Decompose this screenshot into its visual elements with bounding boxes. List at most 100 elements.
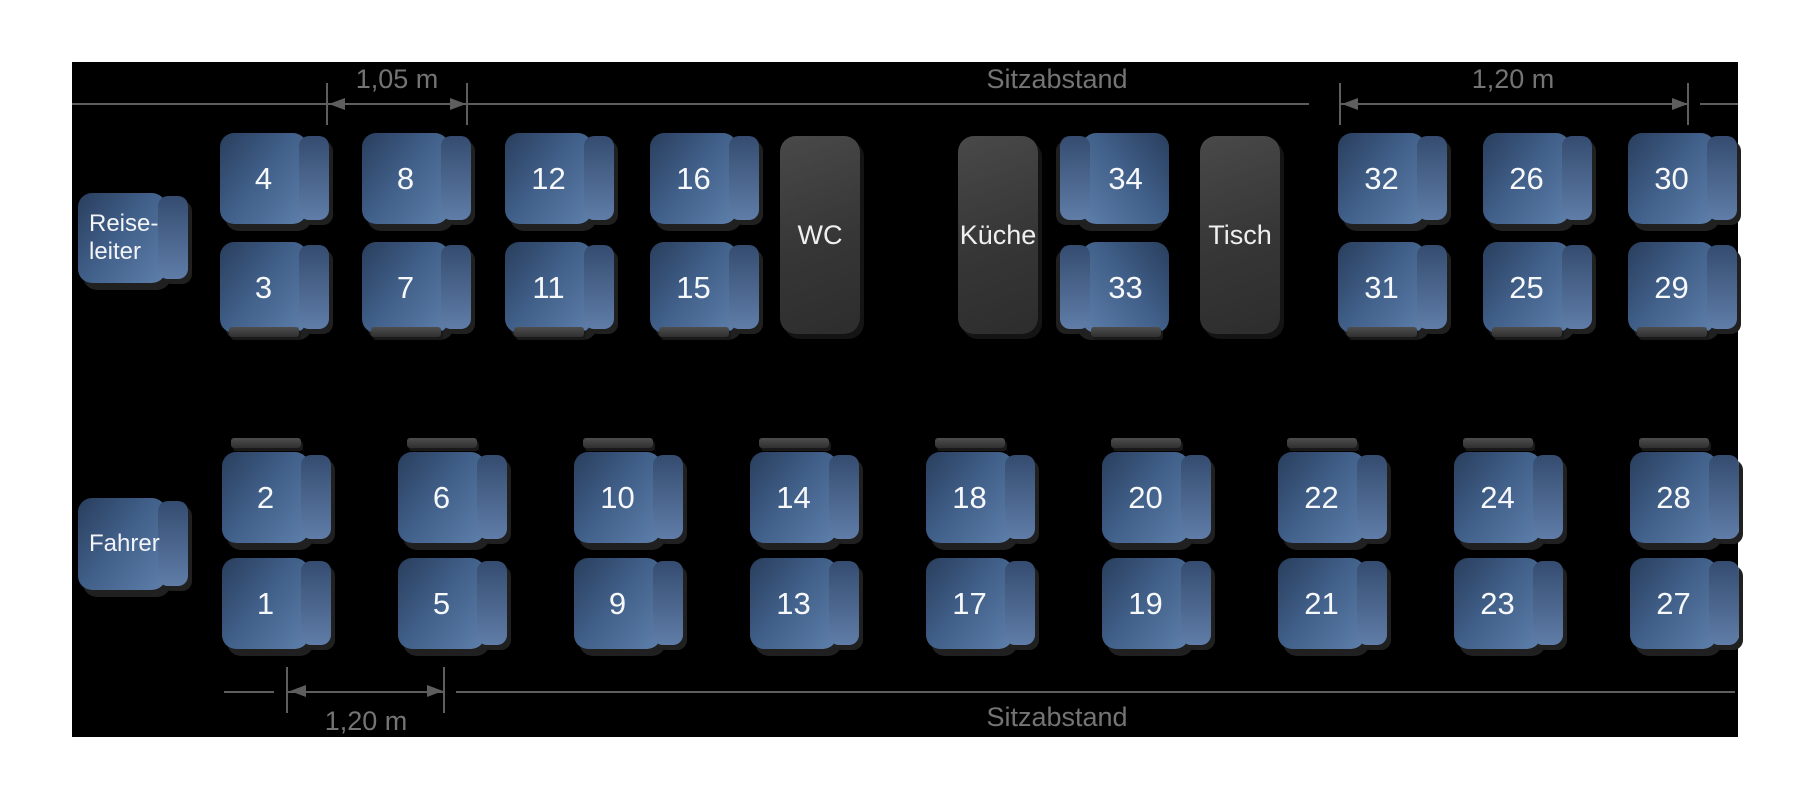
seat-8[interactable]: 8 (362, 133, 471, 224)
pitch-label-front: 1,05 m (355, 64, 439, 94)
seat-backrest (441, 245, 471, 329)
seat-backrest (1709, 455, 1739, 539)
seat-number: 7 (396, 269, 415, 305)
seat-backrest (584, 136, 614, 220)
aisle-armrest (370, 327, 441, 337)
seat-1[interactable]: 1 (222, 558, 331, 649)
aisle-armrest (1638, 438, 1709, 448)
seat-number: 23 (1480, 585, 1515, 621)
seat-backrest (1533, 455, 1563, 539)
seat-11[interactable]: 11 (505, 242, 614, 337)
reiseleiter-seat-label: Reise-leiter (89, 210, 159, 265)
aisle-armrest (406, 438, 477, 448)
seat-number: 10 (600, 479, 635, 515)
aisle-armrest (658, 327, 729, 337)
facility-kueche-label: Küche (959, 219, 1037, 250)
seat-number: 11 (532, 269, 565, 305)
seat-number: 34 (1108, 160, 1143, 196)
seat-20[interactable]: 20 (1102, 438, 1211, 543)
seat-27[interactable]: 27 (1630, 558, 1739, 649)
seat-number: 32 (1364, 160, 1399, 196)
seat-spacing-label-top: Sitzabstand (986, 64, 1128, 94)
dimension-tick (326, 83, 328, 125)
aisle-armrest (582, 438, 653, 448)
seat-7[interactable]: 7 (362, 242, 471, 337)
seat-6[interactable]: 6 (398, 438, 507, 543)
seat-5[interactable]: 5 (398, 558, 507, 649)
seat-25[interactable]: 25 (1483, 242, 1592, 337)
top-dimension-line (72, 103, 1309, 105)
seat-number: 24 (1480, 479, 1515, 515)
seat-number: 15 (676, 269, 711, 305)
seat-3[interactable]: 3 (220, 242, 329, 337)
seat-9[interactable]: 9 (574, 558, 683, 649)
pitch-label-bottom: 1,20 m (324, 706, 408, 736)
seat-backrest (1005, 561, 1035, 645)
seat-33[interactable]: 33 (1060, 242, 1169, 337)
dimension-arrow-left-icon (1342, 98, 1358, 110)
seat-backrest (477, 455, 507, 539)
facility-kueche: Küche (958, 136, 1038, 334)
seat-number: 13 (776, 585, 811, 621)
dimension-tick (443, 667, 445, 713)
seat-number: 6 (432, 479, 451, 515)
facility-wc: WC (780, 136, 860, 334)
seat-21[interactable]: 21 (1278, 558, 1387, 649)
pitch-label-rear-top: 1,20 m (1471, 64, 1555, 94)
seat-2[interactable]: 2 (222, 438, 331, 543)
seat-backrest (477, 561, 507, 645)
reiseleiter-seat: Reise-leiter (78, 193, 188, 283)
dimension-tick (466, 83, 468, 125)
seat-13[interactable]: 13 (750, 558, 859, 649)
dimension-arrow-right-icon (427, 685, 443, 697)
seat-number: 26 (1509, 160, 1544, 196)
seat-backrest (729, 136, 759, 220)
bottom-dimension-line (456, 691, 1735, 693)
seat-12[interactable]: 12 (505, 133, 614, 224)
seat-number: 16 (676, 160, 711, 196)
seat-14[interactable]: 14 (750, 438, 859, 543)
seat-4[interactable]: 4 (220, 133, 329, 224)
seat-17[interactable]: 17 (926, 558, 1035, 649)
facility-wc-label: WC (797, 219, 843, 250)
seat-backrest (1533, 561, 1563, 645)
seat-28[interactable]: 28 (1630, 438, 1739, 543)
dimension-tick (1687, 83, 1689, 125)
seat-number: 5 (432, 585, 451, 621)
seat-32[interactable]: 32 (1338, 133, 1447, 224)
seat-backrest (301, 561, 331, 645)
seat-29[interactable]: 29 (1628, 242, 1737, 337)
seat-backrest (299, 136, 329, 220)
seat-backrest (653, 455, 683, 539)
seat-backrest (299, 245, 329, 329)
seat-24[interactable]: 24 (1454, 438, 1563, 543)
seat-34[interactable]: 34 (1060, 133, 1169, 224)
seat-backrest (158, 501, 188, 586)
seat-30[interactable]: 30 (1628, 133, 1737, 224)
dimension-arrow-left-icon (329, 98, 345, 110)
seat-number: 12 (531, 160, 566, 196)
seat-backrest (1060, 136, 1090, 220)
aisle-armrest (1636, 327, 1707, 337)
seat-number: 2 (256, 479, 275, 515)
seat-16[interactable]: 16 (650, 133, 759, 224)
aisle-armrest (513, 327, 584, 337)
seat-19[interactable]: 19 (1102, 558, 1211, 649)
seat-number: 1 (256, 585, 275, 621)
seat-22[interactable]: 22 (1278, 438, 1387, 543)
seat-backrest (1417, 136, 1447, 220)
seat-10[interactable]: 10 (574, 438, 683, 543)
bottom-dimension-line-mid (287, 691, 444, 693)
seat-31[interactable]: 31 (1338, 242, 1447, 337)
seat-18[interactable]: 18 (926, 438, 1035, 543)
seat-backrest (584, 245, 614, 329)
aisle-armrest (1090, 327, 1161, 337)
seat-15[interactable]: 15 (650, 242, 759, 337)
seat-backrest (301, 455, 331, 539)
seat-26[interactable]: 26 (1483, 133, 1592, 224)
seat-backrest (1562, 245, 1592, 329)
seat-23[interactable]: 23 (1454, 558, 1563, 649)
seat-backrest (158, 196, 188, 279)
seat-number: 18 (952, 479, 987, 515)
aisle-armrest (228, 327, 299, 337)
